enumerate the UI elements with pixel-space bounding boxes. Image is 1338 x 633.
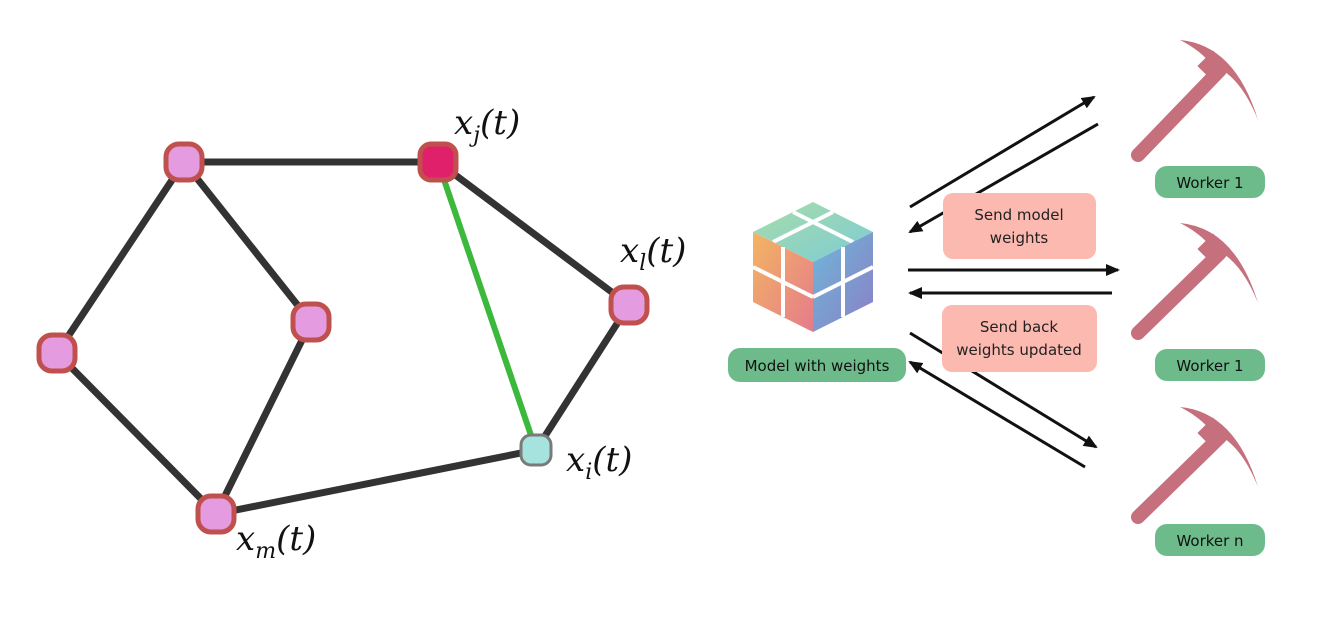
send-back-line-2: weights updated [956,341,1082,359]
edge [212,318,315,518]
worker-label: Worker 1 [1176,357,1243,375]
worker-label: Worker n [1176,532,1243,550]
arrows [908,95,1120,469]
label-xl: xl(t) [620,231,686,276]
pickaxe-icon [1131,223,1258,340]
edge [53,349,220,518]
worker-label: Worker 1 [1176,174,1243,192]
node [163,141,205,183]
edge [180,158,315,326]
rubiks-cube-icon [752,202,874,332]
node-l [608,284,650,326]
arrow-from-worker-n [908,360,1086,469]
send-weights-line-1: Send model [974,206,1063,224]
graph-edges [53,158,633,518]
node-m [195,493,237,535]
node-labels: xj(t) xl(t) xi(t) xm(t) [236,103,686,564]
worker-n: Worker n [1131,407,1265,556]
label-xi: xi(t) [566,440,632,485]
pickaxe-icon [1131,407,1258,524]
arrow-to-worker-n [909,331,1098,449]
node-j [417,141,459,183]
worker-2: Worker 1 [1131,223,1265,381]
edge [434,158,633,309]
worker-1: Worker 1 [1131,40,1265,198]
label-xm: xm(t) [236,519,316,564]
node [36,332,78,374]
node-i [519,433,553,467]
arrow-to-worker-1 [909,95,1096,209]
graph: xj(t) xl(t) xi(t) xm(t) [36,103,686,564]
send-weights-line-2: weights [990,229,1049,247]
send-back-box: Send back weights updated [942,305,1097,372]
edge [532,301,633,454]
graph-nodes [36,141,650,535]
send-back-line-1: Send back [980,318,1059,336]
node [290,301,332,343]
send-weights-box: Send model weights [943,193,1096,259]
model-label: Model with weights [728,348,906,382]
highlight-edge [435,159,539,453]
model-label-text: Model with weights [745,357,890,375]
label-xj: xj(t) [454,103,520,148]
arrow-from-worker-1 [908,122,1099,234]
pickaxe-icon [1131,40,1258,162]
federated-diagram: Model with weights Send model weights Se… [728,40,1265,556]
edge [53,158,188,357]
edge [212,446,540,518]
